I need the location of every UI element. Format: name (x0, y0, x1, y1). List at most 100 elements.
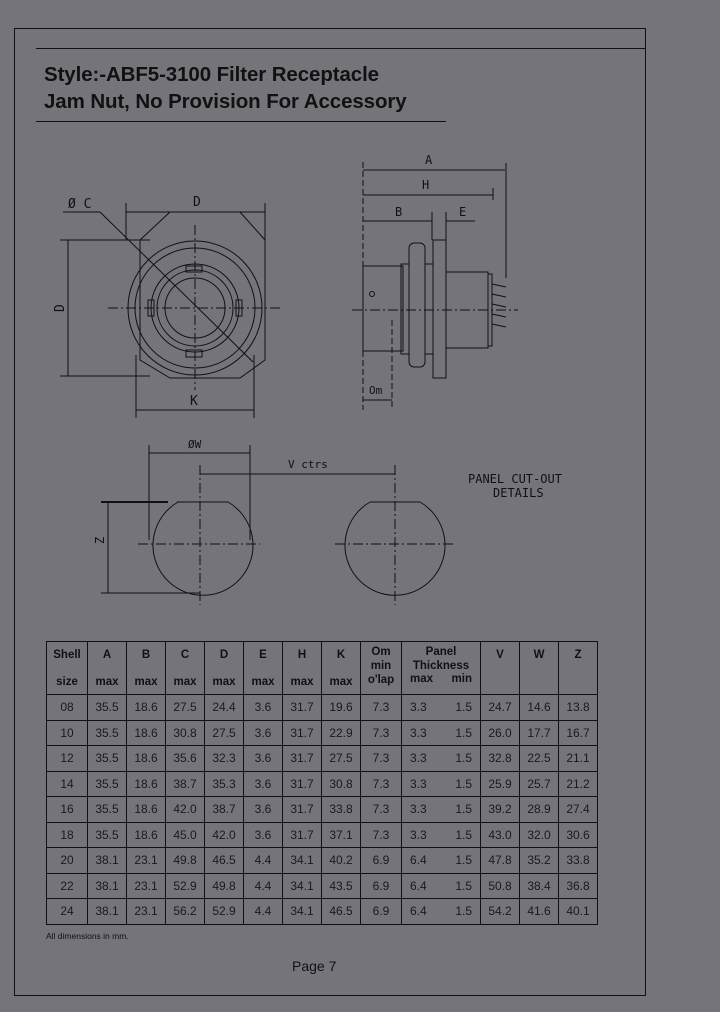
table-cell: 35.3 (204, 770, 244, 797)
table-cell: 22.5 (519, 745, 559, 772)
table-cell: 33.8 (558, 847, 598, 874)
table-cell: 34.1 (282, 898, 322, 925)
table-cell: 18.6 (126, 745, 166, 772)
header-v: V (480, 641, 520, 695)
table-cell: 16 (46, 796, 88, 823)
table-cell: 30.8 (165, 719, 205, 746)
table-cell: 24 (46, 898, 88, 925)
label-z: Z (93, 537, 107, 544)
table-cell: 31.7 (282, 719, 322, 746)
table-cell: 18 (46, 821, 88, 848)
table-cell: 31.7 (282, 694, 322, 721)
label-v: V ctrs (288, 458, 328, 471)
table-cell: 46.5 (204, 847, 244, 874)
label-h: H (422, 178, 429, 192)
title-line-2: Jam Nut, No Provision For Accessory (44, 90, 407, 113)
table-cell: 18.6 (126, 694, 166, 721)
header-w: W (519, 641, 559, 695)
table-cell: 7.3 (360, 745, 402, 772)
table-cell: 3.6 (243, 694, 283, 721)
table-cell: 6.9 (360, 872, 402, 899)
label-b: B (395, 205, 402, 219)
table-cell: 27.5 (321, 745, 361, 772)
table-cell: 41.6 (519, 898, 559, 925)
table-cell: 49.8 (204, 872, 244, 899)
panel-cutout-drawing (101, 445, 455, 605)
table-cell: 4.4 (243, 847, 283, 874)
table-cell: 3.6 (243, 745, 283, 772)
table-cell: 16.7 (558, 719, 598, 746)
table-cell: 27.5 (204, 719, 244, 746)
table-cell: 35.5 (87, 770, 127, 797)
table-cell: 43.0 (480, 821, 520, 848)
table-cell: 34.1 (282, 872, 322, 899)
table-cell: 56.2 (165, 898, 205, 925)
table-cell: 23.1 (126, 898, 166, 925)
table-cell: 18.6 (126, 770, 166, 797)
table-cell: 38.7 (165, 770, 205, 797)
table-cell: 22 (46, 872, 88, 899)
table-cell: 21.1 (558, 745, 598, 772)
table-cell: 27.5 (165, 694, 205, 721)
table-cell: 14.6 (519, 694, 559, 721)
title-line-1: Style:-ABF5-3100 Filter Receptacle (44, 63, 379, 86)
table-cell: 10 (46, 719, 88, 746)
table-cell: 35.5 (87, 694, 127, 721)
table-cell: 38.4 (519, 872, 559, 899)
units-footnote: All dimensions in mm. (46, 931, 129, 941)
label-d-side: D (53, 304, 68, 312)
table-cell: 31.7 (282, 796, 322, 823)
table-cell: 34.1 (282, 847, 322, 874)
technical-drawing: Ø C D D K A H B E Om ØW V ctrs Z PANEL C… (53, 153, 562, 605)
table-cell: 40.2 (321, 847, 361, 874)
table-cell: 47.8 (480, 847, 520, 874)
table-cell: 52.9 (204, 898, 244, 925)
table-cell: 14 (46, 770, 88, 797)
label-w: ØW (188, 438, 202, 451)
table-cell: 27.4 (558, 796, 598, 823)
table-cell: 20 (46, 847, 88, 874)
table-cell: 25.7 (519, 770, 559, 797)
table-cell: 31.7 (282, 745, 322, 772)
table-cell: 54.2 (480, 898, 520, 925)
table-cell: 38.1 (87, 847, 127, 874)
table-cell: 35.5 (87, 719, 127, 746)
table-cell: 31.7 (282, 770, 322, 797)
table-cell: 31.7 (282, 821, 322, 848)
table-cell: 18.6 (126, 821, 166, 848)
table-cell: 52.9 (165, 872, 205, 899)
title-rule-top (36, 48, 646, 49)
table-cell: 45.0 (165, 821, 205, 848)
table-cell: 38.1 (87, 898, 127, 925)
table-cell: 35.5 (87, 745, 127, 772)
header-z: Z (558, 641, 598, 695)
table-cell: 13.8 (558, 694, 598, 721)
table-cell: 23.1 (126, 872, 166, 899)
table-cell: 35.6 (165, 745, 205, 772)
table-cell: 3.6 (243, 719, 283, 746)
table-cell: 28.9 (519, 796, 559, 823)
table-cell: 4.4 (243, 898, 283, 925)
table-cell: 7.3 (360, 694, 402, 721)
table-cell: 21.2 (558, 770, 598, 797)
side-view-drawing (352, 162, 518, 410)
table-cell: 19.6 (321, 694, 361, 721)
cutout-caption-2: DETAILS (493, 486, 544, 500)
table-cell: 38.7 (204, 796, 244, 823)
table-cell: 30.6 (558, 821, 598, 848)
